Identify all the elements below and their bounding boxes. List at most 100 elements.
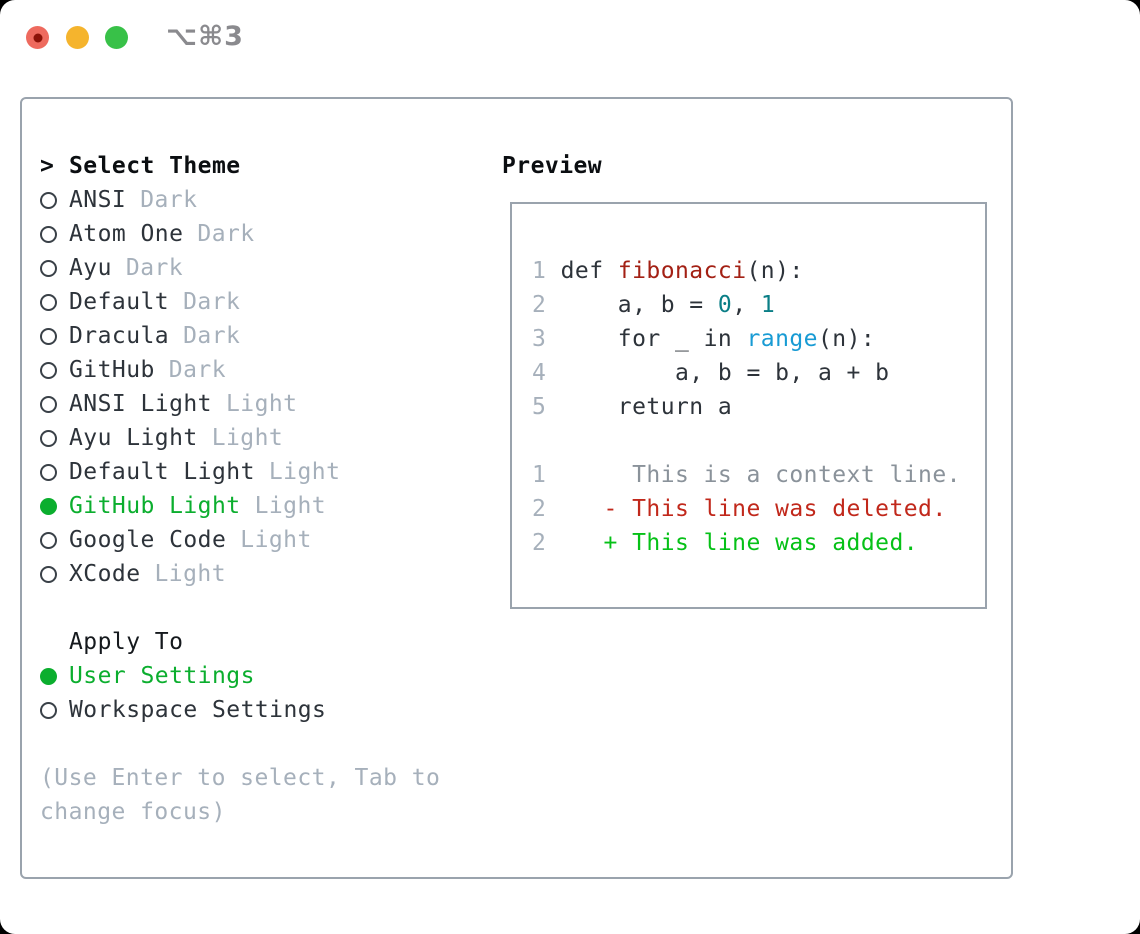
empty-circle — [40, 361, 57, 379]
radio-icon — [40, 217, 69, 251]
preview-panel: Preview 1 def fibonacci(n):2 a, b = 0, 1… — [502, 149, 1007, 609]
titlebar: ⌥⌘3 — [0, 0, 1140, 97]
zoom-button[interactable] — [105, 26, 128, 49]
theme-option[interactable]: ANSI Dark — [40, 183, 490, 217]
preview-line: 4 a, b = b, a + b — [532, 356, 985, 390]
option-label: GitHub — [69, 357, 155, 383]
radio-selected-icon — [40, 489, 69, 523]
variant-badge: Light — [268, 459, 341, 485]
code-token: return a — [560, 394, 733, 420]
radio-icon — [40, 523, 69, 557]
empty-circle — [40, 429, 57, 447]
option-label: GitHub Light — [69, 493, 241, 519]
option-label: ANSI Light — [69, 391, 212, 417]
code-token: def — [560, 258, 618, 284]
line-number: 3 — [532, 326, 561, 352]
option-label: XCode — [69, 561, 141, 587]
empty-circle — [40, 293, 57, 311]
code-token: (n): — [746, 258, 804, 284]
unsaved-dot-icon — [33, 33, 42, 42]
theme-option[interactable]: GitHub Light Light — [40, 489, 490, 523]
line-number: 2 — [532, 496, 561, 522]
window-shortcut-label: ⌥⌘3 — [166, 21, 244, 52]
line-number: 4 — [532, 360, 561, 386]
code-token: a, b = — [560, 292, 718, 318]
option-label: Dracula — [69, 323, 170, 349]
empty-circle — [40, 191, 57, 209]
diff-context-token: This is a context line. — [560, 462, 961, 488]
theme-option[interactable]: Default Dark — [40, 285, 490, 319]
variant-badge: Dark — [183, 289, 241, 315]
empty-circle — [40, 565, 57, 583]
diff-deleted-token: - This line was deleted. — [560, 496, 947, 522]
radio-icon — [40, 693, 69, 727]
code-token: (n): — [817, 326, 876, 352]
empty-circle — [40, 259, 57, 277]
empty-circle — [40, 395, 57, 413]
apply-to-title: Apply To — [69, 629, 184, 655]
code-token: , — [732, 292, 761, 318]
theme-option[interactable]: XCode Light — [40, 557, 490, 591]
preview-line: 5 return a — [532, 390, 985, 424]
focus-caret-icon: > — [40, 153, 55, 179]
radio-icon — [40, 353, 69, 387]
line-number: 2 — [532, 292, 561, 318]
theme-picker-header: > Select Theme — [40, 149, 490, 183]
number-literal-token: 1 — [760, 292, 776, 318]
line-number: 5 — [532, 394, 561, 420]
theme-picker-title: Select Theme — [69, 153, 241, 179]
empty-circle — [40, 225, 57, 243]
spacer — [40, 727, 490, 761]
empty-circle — [40, 327, 57, 345]
option-label: Workspace Settings — [69, 697, 327, 723]
option-label: Ayu — [69, 255, 112, 281]
variant-badge: Light — [154, 561, 226, 587]
variant-badge: Dark — [168, 357, 226, 383]
apply-to-header: Apply To — [40, 625, 490, 659]
apply-to-option[interactable]: User Settings — [40, 659, 490, 693]
preview-line: 1 def fibonacci(n): — [532, 254, 985, 288]
option-label: Ayu Light — [69, 425, 198, 451]
preview-line: 2 + This line was added. — [532, 526, 985, 560]
preview-title: Preview — [502, 153, 603, 179]
number-literal-token: 0 — [717, 292, 733, 318]
preview-line: 1 This is a context line. — [532, 458, 985, 492]
variant-badge: Light — [254, 493, 327, 519]
line-number — [532, 428, 561, 454]
filled-circle — [40, 497, 57, 515]
empty-circle — [40, 701, 57, 719]
line-number: 2 — [532, 530, 561, 556]
preview-line: 2 - This line was deleted. — [532, 492, 985, 526]
radio-selected-icon — [40, 659, 69, 693]
preview-line: 2 a, b = 0, 1 — [532, 288, 985, 322]
radio-icon — [40, 285, 69, 319]
code-token: a, b = b, a + b — [560, 360, 890, 386]
apply-to-option[interactable]: Workspace Settings — [40, 693, 490, 727]
code-token: for _ in — [560, 326, 747, 352]
keyboard-hint: (Use Enter to select, Tab to change focu… — [40, 765, 441, 825]
radio-icon — [40, 387, 69, 421]
preview-line — [532, 424, 985, 458]
close-button[interactable] — [26, 26, 49, 49]
option-label: Default — [69, 289, 170, 315]
theme-option[interactable]: GitHub Dark — [40, 353, 490, 387]
theme-option[interactable]: Dracula Dark — [40, 319, 490, 353]
option-label: Atom One — [69, 221, 184, 247]
option-label: User Settings — [69, 663, 255, 689]
minimize-button[interactable] — [66, 26, 89, 49]
variant-badge: Dark — [140, 187, 198, 213]
preview-line: 3 for _ in range(n): — [532, 322, 985, 356]
marker-slot — [40, 625, 69, 659]
radio-icon — [40, 557, 69, 591]
option-label: ANSI — [69, 187, 127, 213]
variant-badge: Dark — [183, 323, 241, 349]
